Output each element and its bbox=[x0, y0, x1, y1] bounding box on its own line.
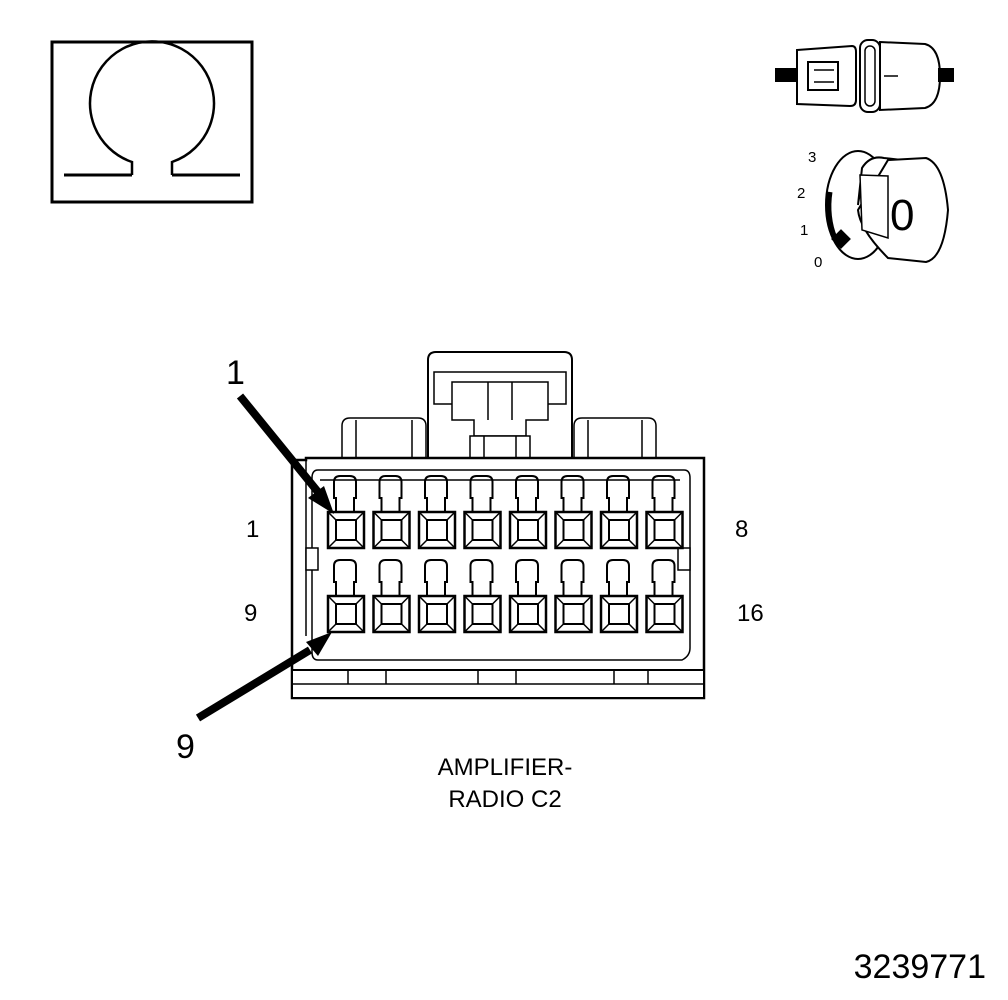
pin-label-1: 1 bbox=[246, 516, 260, 543]
caption-line-2: RADIO C2 bbox=[448, 786, 562, 813]
terminal-cavity-5 bbox=[508, 475, 548, 550]
terminal-cavities bbox=[326, 475, 684, 634]
terminal-cavity-11 bbox=[417, 559, 457, 634]
ignition-key-icon bbox=[825, 150, 950, 264]
figure-number: 3239771 bbox=[853, 948, 986, 986]
terminal-cavity-8 bbox=[645, 475, 684, 550]
ohmmeter-omega-icon bbox=[50, 40, 254, 204]
terminal-cavity-2 bbox=[372, 475, 411, 550]
ignition-key-label: 0 bbox=[890, 191, 915, 240]
terminal-cavity-14 bbox=[554, 559, 593, 634]
callout-label-1: 1 bbox=[226, 354, 245, 392]
terminal-cavity-3 bbox=[417, 475, 457, 550]
terminal-cavity-7 bbox=[599, 475, 639, 550]
caption-line-1: AMPLIFIER- bbox=[437, 754, 573, 781]
terminal-cavity-9 bbox=[326, 559, 366, 634]
connector-caption: AMPLIFIER- RADIO C2 bbox=[405, 752, 605, 816]
ignition-position-1: 1 bbox=[800, 222, 809, 239]
terminal-cavity-1 bbox=[326, 475, 366, 550]
pin-label-16: 16 bbox=[737, 600, 764, 627]
pin-label-9: 9 bbox=[244, 600, 258, 627]
terminal-cavity-13 bbox=[508, 559, 548, 634]
pin-label-8: 8 bbox=[735, 516, 749, 543]
callout-arrow-pin-1 bbox=[236, 393, 334, 514]
ignition-position-0: 0 bbox=[814, 254, 823, 271]
terminal-cavity-10 bbox=[372, 559, 411, 634]
terminal-cavity-4 bbox=[463, 475, 502, 550]
callout-arrow-pin-9 bbox=[195, 632, 332, 722]
disconnected-connector-icon bbox=[775, 39, 954, 113]
ignition-position-2: 2 bbox=[797, 185, 806, 202]
terminal-cavity-12 bbox=[463, 559, 502, 634]
ignition-position-3: 3 bbox=[808, 149, 817, 166]
callout-label-9: 9 bbox=[176, 728, 195, 766]
terminal-cavity-6 bbox=[554, 475, 593, 550]
terminal-cavity-15 bbox=[599, 559, 639, 634]
terminal-cavity-16 bbox=[645, 559, 684, 634]
